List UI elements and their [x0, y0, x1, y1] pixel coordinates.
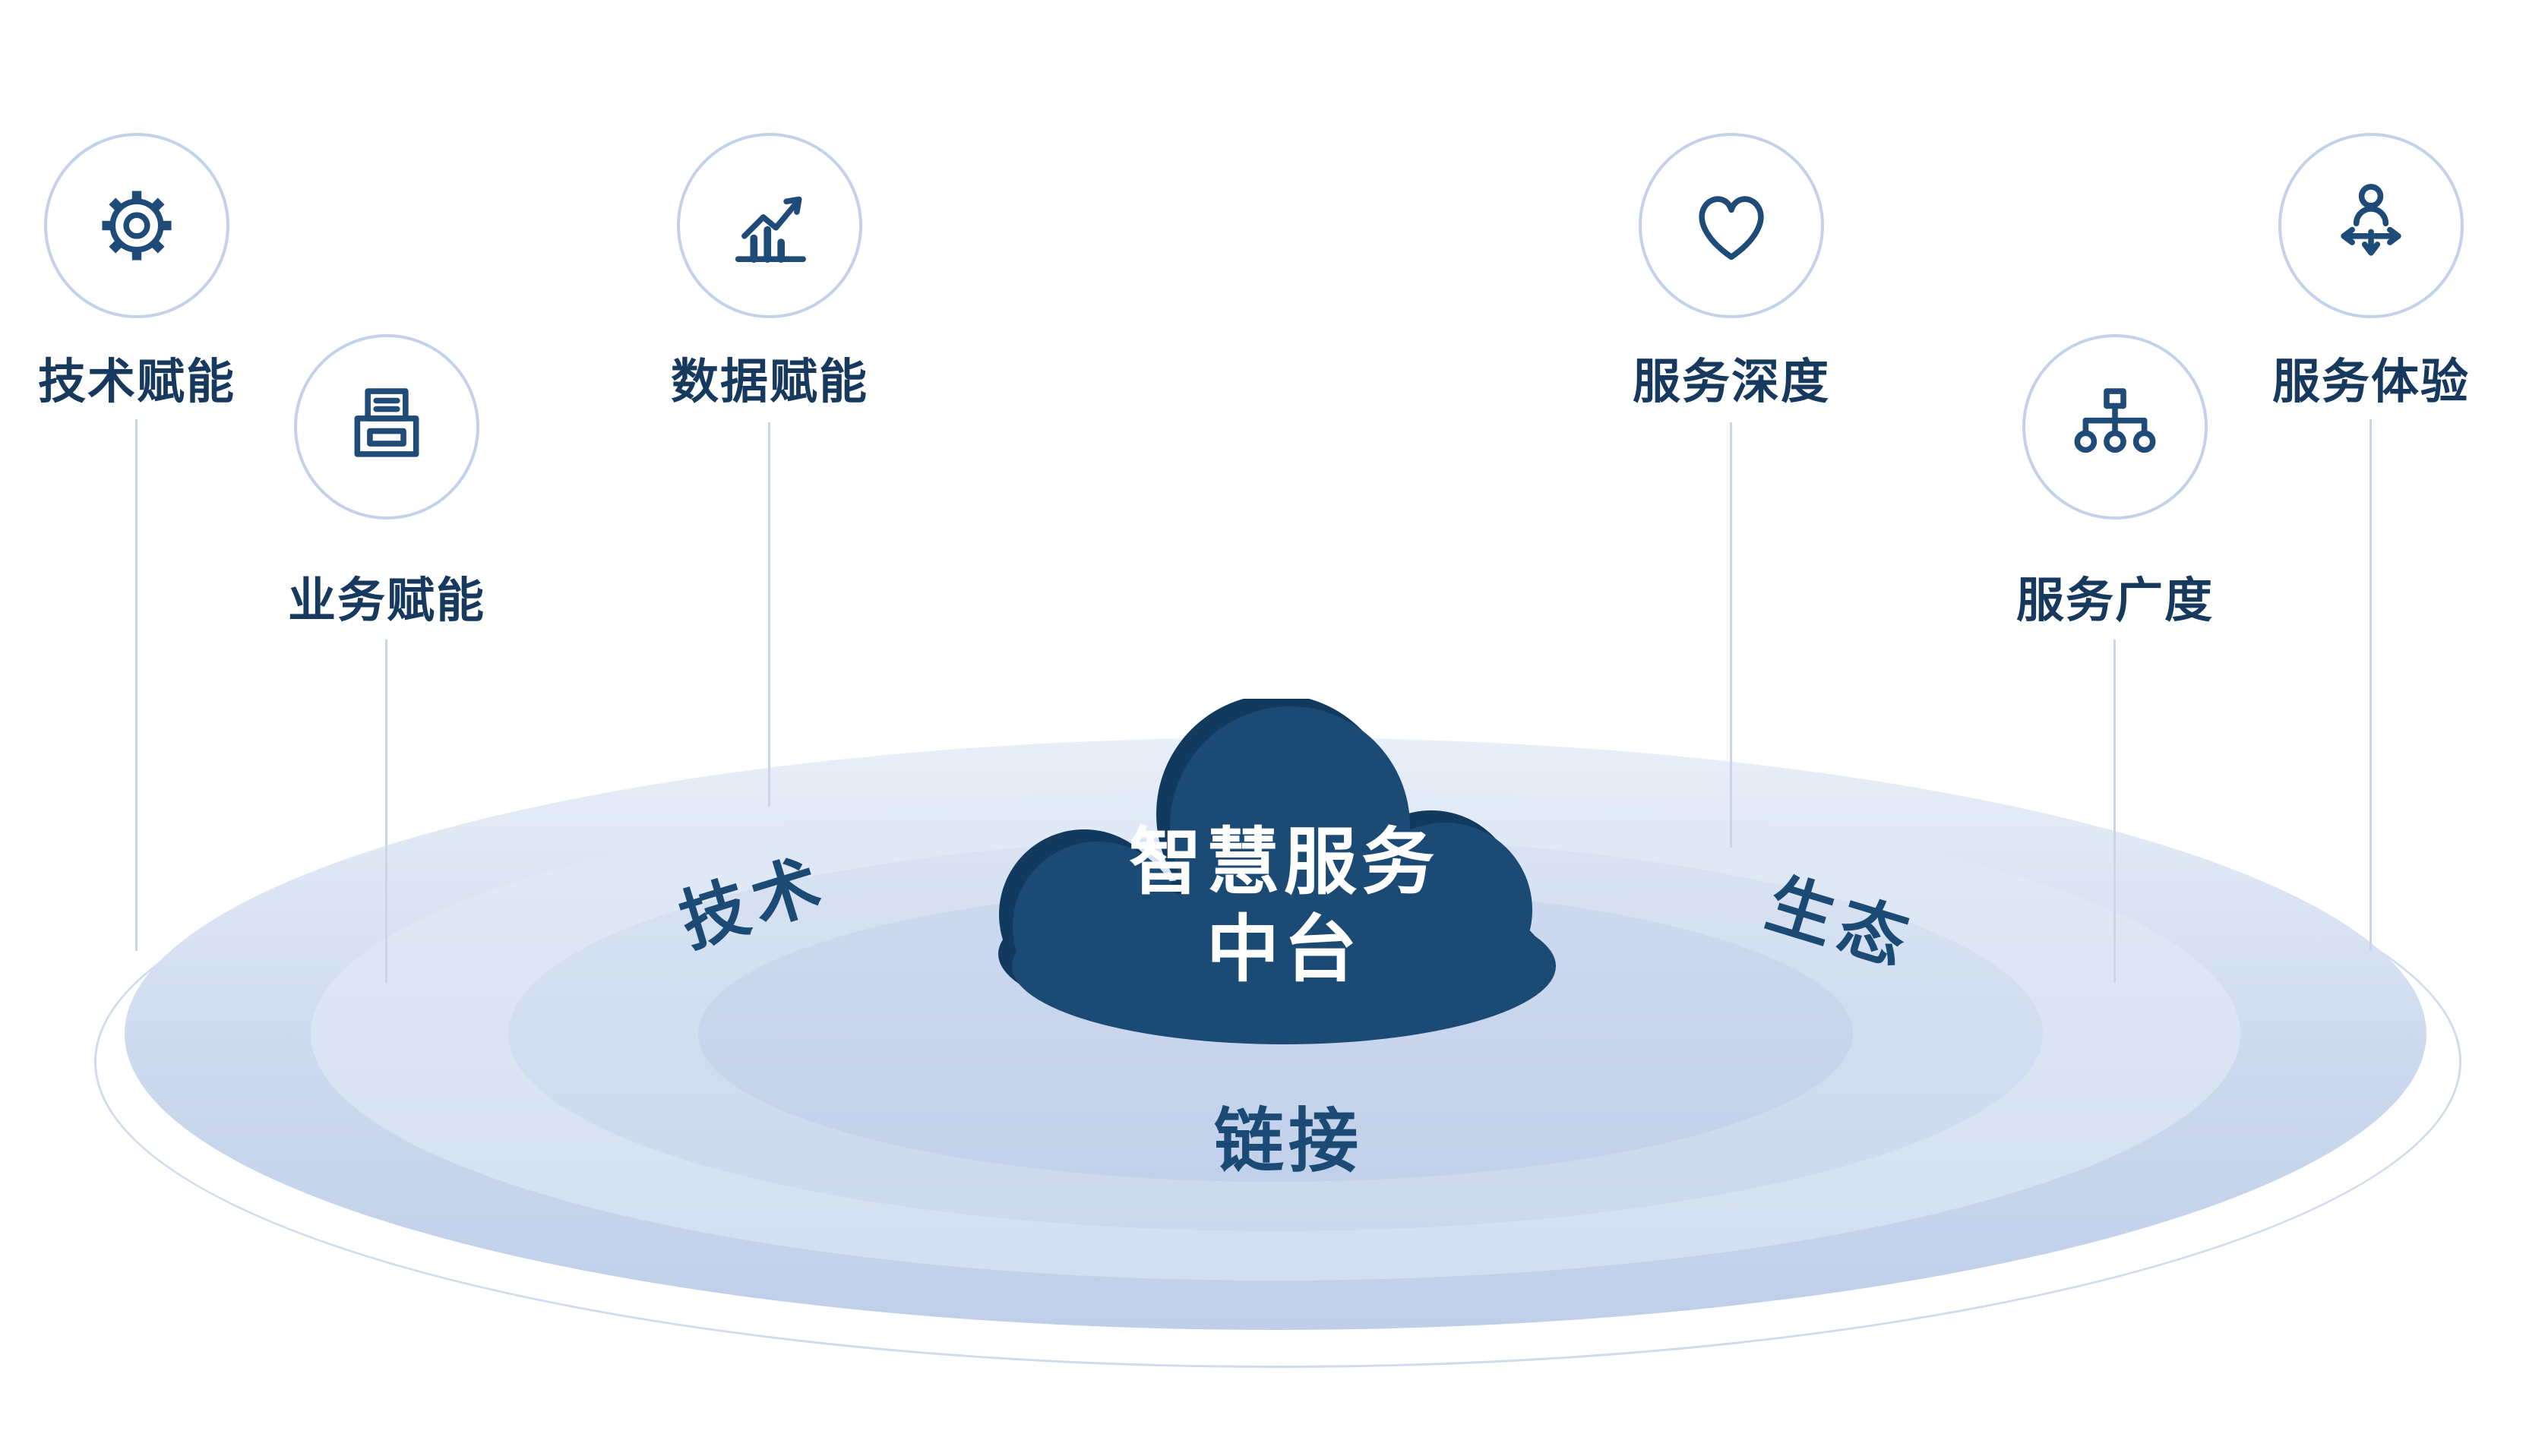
cloud-title-line2: 中台 [1206, 909, 1361, 991]
bar-chart-arrow-icon [735, 196, 806, 263]
connector-line-experience [2370, 419, 2372, 951]
node-circle-tech [44, 133, 229, 318]
cloud-title: 智慧服务 中台 [1056, 819, 1512, 993]
cloud-title-line1: 智慧服务 [1129, 822, 1439, 903]
ring-label-link: 链接 [1213, 1103, 1363, 1180]
node-circle-breadth [2022, 334, 2208, 520]
node-label-depth: 服务深度 [1633, 355, 1830, 409]
node-label-tech: 技术赋能 [38, 355, 236, 409]
connector-line-depth [1730, 422, 1732, 848]
person-direction-arrows-icon [2341, 184, 2401, 256]
connector-line-tech [135, 419, 138, 951]
connector-line-breadth [2113, 640, 2116, 983]
cloud-shape [998, 699, 1556, 1044]
node-circle-depth [1639, 133, 1824, 318]
cloud-front-layer [1012, 706, 1556, 1044]
node-label-data: 数据赋能 [671, 355, 868, 409]
sitemap-icon [2074, 388, 2156, 453]
node-circle-data [677, 133, 862, 318]
printer-icon [354, 388, 419, 457]
heart-icon [1699, 196, 1764, 261]
node-label-experience: 服务体验 [2272, 355, 2470, 409]
connector-line-data [768, 422, 770, 806]
node-label-business: 业务赋能 [288, 574, 485, 627]
node-circle-experience [2278, 133, 2464, 318]
node-label-breadth: 服务广度 [2016, 574, 2214, 627]
connector-line-business [385, 640, 387, 983]
gear-icon [102, 191, 172, 261]
node-circle-business [294, 334, 479, 520]
